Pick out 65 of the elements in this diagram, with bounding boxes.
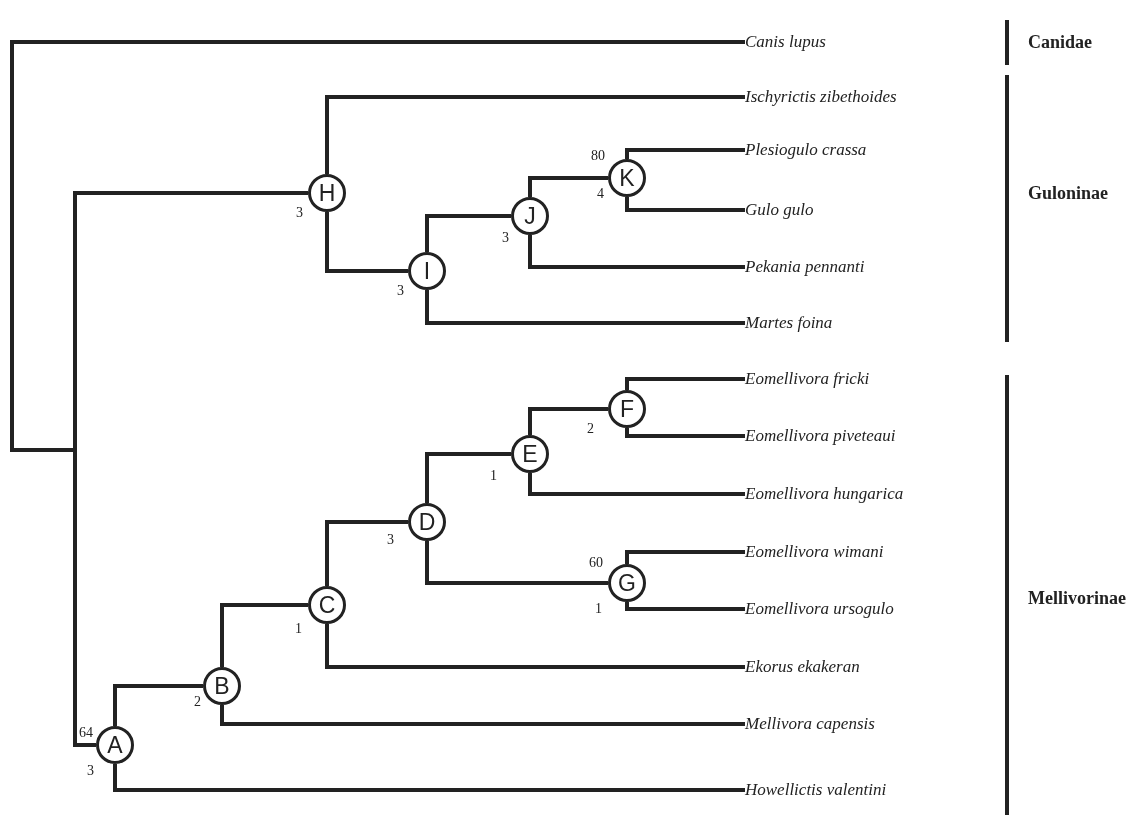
tree-branch xyxy=(625,550,745,564)
node-circle: G xyxy=(608,564,646,602)
tree-branch xyxy=(113,684,203,726)
tree-branch xyxy=(220,603,308,667)
taxon-name: Eomellivora wimani xyxy=(745,541,884,563)
tree-branch xyxy=(325,212,408,273)
tree-branch xyxy=(625,428,745,438)
support-value: 1 xyxy=(490,468,497,484)
tree-branch xyxy=(528,235,745,269)
node-circle: J xyxy=(511,197,549,235)
taxon-name: Eomellivora ursogulo xyxy=(745,598,894,620)
tree-branch xyxy=(528,473,745,496)
clade-label: Canidae xyxy=(1028,31,1092,53)
support-value: 1 xyxy=(595,601,602,617)
node-circle: F xyxy=(608,390,646,428)
tree-branch xyxy=(625,602,745,611)
support-value: 2 xyxy=(194,694,201,710)
tree-branch xyxy=(325,520,408,586)
node-circle: C xyxy=(308,586,346,624)
node-circle: H xyxy=(308,174,346,212)
tree-branch xyxy=(325,95,745,174)
support-value: 60 xyxy=(589,555,603,571)
taxon-name: Eomellivora piveteaui xyxy=(745,425,896,447)
support-value: 2 xyxy=(587,421,594,437)
tree-branch xyxy=(528,407,608,435)
taxon-name: Pekania pennanti xyxy=(745,256,865,278)
taxon-name: Ekorus ekakeran xyxy=(745,656,860,678)
tree-branch xyxy=(625,148,745,159)
taxon-name: Canis lupus xyxy=(745,31,826,53)
tree-branch xyxy=(220,705,745,726)
support-value: 1 xyxy=(295,621,302,637)
node-circle: A xyxy=(96,726,134,764)
support-value: 3 xyxy=(502,230,509,246)
tree-branch xyxy=(425,290,745,325)
support-value: 3 xyxy=(296,205,303,221)
taxon-name: Gulo gulo xyxy=(745,199,814,221)
tree-branch xyxy=(425,214,511,252)
support-value: 64 xyxy=(79,725,93,741)
taxon-name: Eomellivora fricki xyxy=(745,368,870,390)
taxon-name: Mellivora capensis xyxy=(745,713,875,735)
tree-branch xyxy=(625,197,745,212)
tree-branch xyxy=(10,40,745,747)
node-circle: K xyxy=(608,159,646,197)
node-circle: B xyxy=(203,667,241,705)
tree-branch xyxy=(425,541,608,585)
tree-branch xyxy=(325,624,745,669)
node-circle: E xyxy=(511,435,549,473)
tree-branch xyxy=(528,176,608,197)
taxon-name: Howellictis valentini xyxy=(745,779,887,801)
tree-branch xyxy=(113,764,745,792)
support-value: 4 xyxy=(597,186,604,202)
support-value: 3 xyxy=(87,763,94,779)
support-value: 3 xyxy=(397,283,404,299)
tree-branch xyxy=(625,377,745,390)
support-value: 80 xyxy=(591,148,605,164)
node-circle: D xyxy=(408,503,446,541)
clade-label: Guloninae xyxy=(1028,182,1109,204)
taxon-name: Martes foina xyxy=(745,312,833,334)
taxon-name: Plesiogulo crassa xyxy=(745,139,867,161)
taxon-name: Eomellivora hungarica xyxy=(745,483,904,505)
clade-label: Mellivorinae xyxy=(1028,587,1126,609)
tree-branch xyxy=(425,452,511,503)
support-value: 3 xyxy=(387,532,394,548)
node-circle: I xyxy=(408,252,446,290)
taxon-name: Ischyrictis zibethoides xyxy=(745,86,897,108)
